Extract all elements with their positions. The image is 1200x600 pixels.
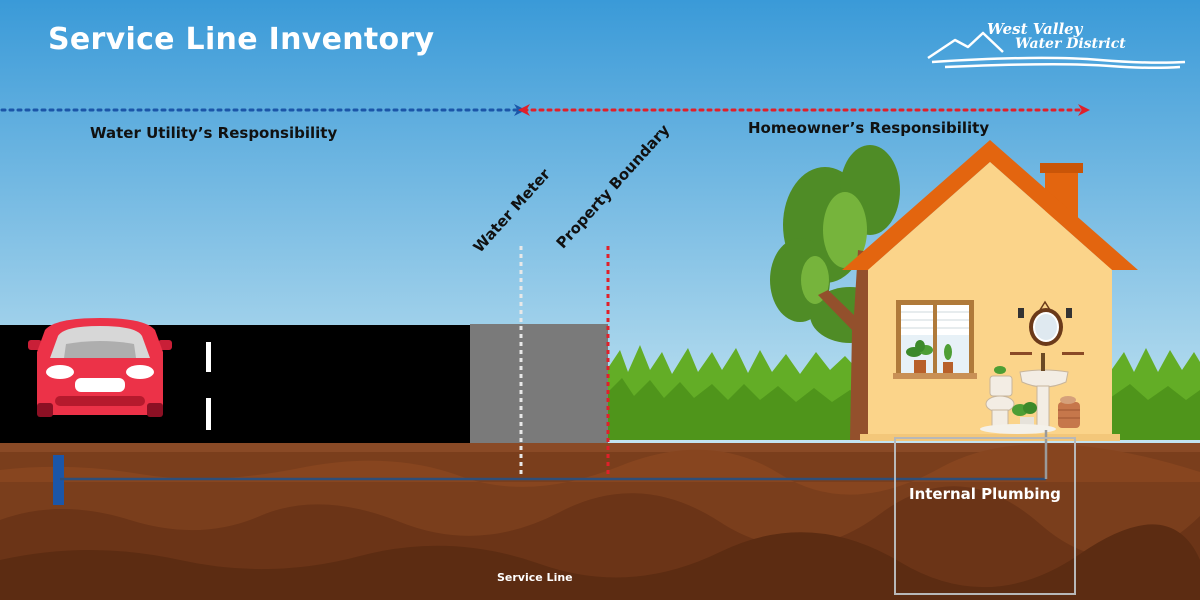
- basket-icon: [1058, 396, 1080, 428]
- lane-marking: [206, 342, 211, 372]
- sidewalk: [470, 324, 608, 448]
- internal-plumbing-label: Internal Plumbing: [909, 485, 1061, 503]
- bathroom-rug: [980, 424, 1056, 434]
- toilet-icon: [985, 366, 1015, 429]
- service-line-label: Service Line: [497, 571, 573, 584]
- mountain-logo-icon: [927, 31, 1186, 70]
- curb-valve: [53, 455, 64, 505]
- grass-field: [608, 345, 1200, 440]
- car-icon: [28, 318, 172, 417]
- logo-line1: West Valley: [987, 20, 1083, 38]
- tree-icon: [770, 145, 900, 440]
- sink-icon: [1019, 353, 1069, 431]
- logo-line2: Water District: [1015, 36, 1126, 52]
- floor-plant-icon: [1012, 402, 1037, 428]
- utility-responsibility-label: Water Utility’s Responsibility: [90, 124, 338, 142]
- lane-marking: [206, 398, 211, 430]
- mirror-icon: [1010, 300, 1084, 355]
- potted-plant-icon: [906, 340, 953, 373]
- page-title: Service Line Inventory: [48, 22, 435, 57]
- homeowner-responsibility-label: Homeowner’s Responsibility: [748, 119, 990, 137]
- internal-plumbing-box: [894, 437, 1076, 595]
- soil: [0, 443, 1200, 600]
- window: [893, 300, 977, 379]
